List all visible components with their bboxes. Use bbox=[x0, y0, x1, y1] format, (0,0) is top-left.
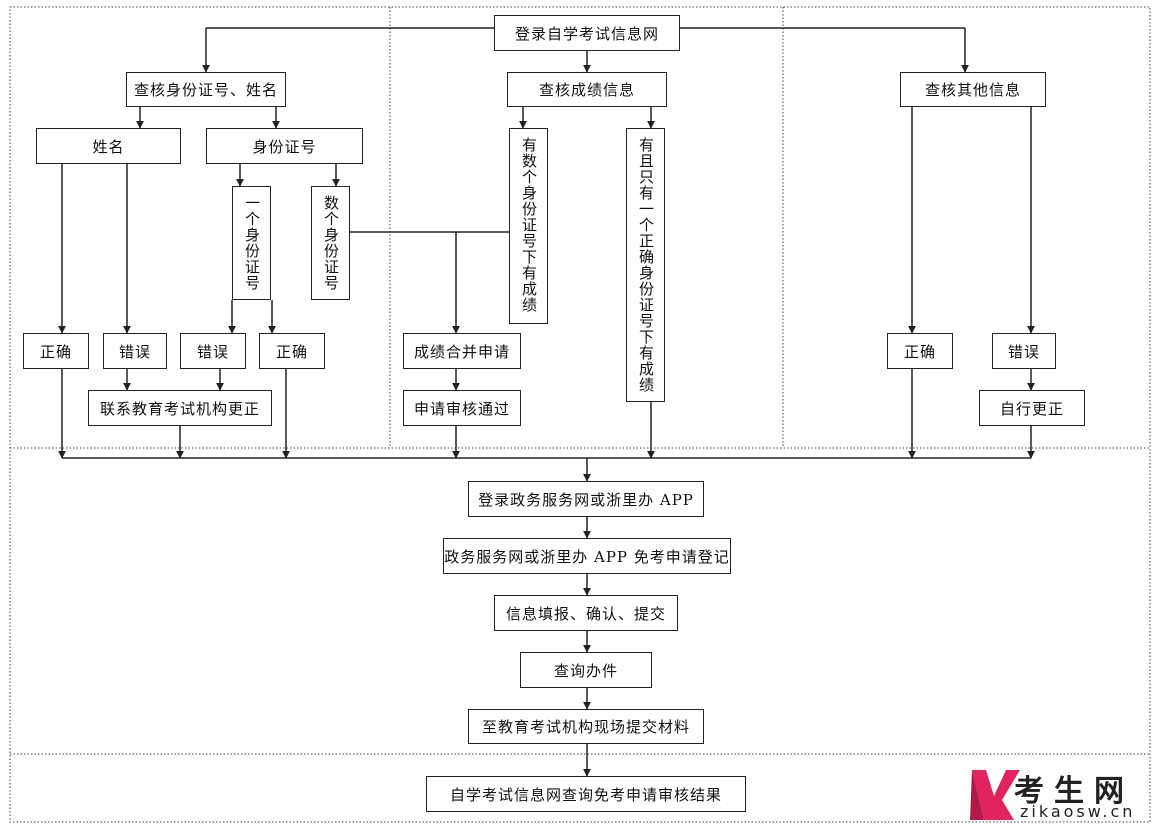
node-self-correct: 自行更正 bbox=[979, 390, 1085, 426]
node-multi-id-label: 数个身份证号 bbox=[322, 195, 340, 291]
logo-url-text: zikaosw.cn bbox=[1020, 802, 1136, 821]
connector-lines bbox=[58, 27, 1035, 777]
node-one-id: 一个身份证号 bbox=[232, 186, 271, 300]
node-check-score: 查核成绩信息 bbox=[507, 72, 667, 107]
node-name-wrong: 错误 bbox=[103, 333, 167, 369]
zikaosw-logo: 考生网 zikaosw.cn bbox=[960, 762, 1150, 824]
node-one-id-label: 一个身份证号 bbox=[243, 195, 261, 291]
node-submit-materials: 至教育考试机构现场提交材料 bbox=[468, 709, 704, 744]
node-fill-confirm-submit: 信息填报、确认、提交 bbox=[494, 595, 678, 631]
node-multi-id-scores: 有数个身份证号下有成绩 bbox=[509, 128, 548, 324]
node-id-number: 身份证号 bbox=[206, 128, 363, 164]
node-only-one-id-scores: 有且只有一个正确身份证号下有成绩 bbox=[626, 128, 665, 402]
node-id-correct: 正确 bbox=[259, 333, 325, 369]
node-name-correct: 正确 bbox=[23, 333, 89, 369]
node-merge-apply: 成绩合并申请 bbox=[403, 333, 521, 369]
node-query-result: 自学考试信息网查询免考申请审核结果 bbox=[426, 776, 746, 812]
k-logo-icon bbox=[970, 770, 1020, 820]
node-register-exemption: 政务服务网或浙里办 APP 免考申请登记 bbox=[443, 538, 731, 574]
node-login-zikao: 登录自学考试信息网 bbox=[494, 15, 680, 51]
node-name: 姓名 bbox=[36, 128, 181, 164]
node-apply-approved: 申请审核通过 bbox=[403, 390, 521, 426]
node-only-one-id-scores-label: 有且只有一个正确身份证号下有成绩 bbox=[637, 137, 655, 393]
node-contact-exam-office: 联系教育考试机构更正 bbox=[88, 390, 272, 426]
node-other-correct: 正确 bbox=[887, 333, 953, 369]
node-check-id-name: 查核身份证号、姓名 bbox=[126, 72, 286, 107]
node-query-case: 查询办件 bbox=[520, 652, 652, 688]
node-multi-id-scores-label: 有数个身份证号下有成绩 bbox=[520, 137, 538, 313]
section-frames bbox=[9, 6, 1151, 823]
node-other-wrong: 错误 bbox=[992, 333, 1056, 369]
node-check-other: 查核其他信息 bbox=[900, 72, 1046, 107]
logo-brand-text: 考生网 bbox=[1014, 774, 1134, 809]
node-multi-id: 数个身份证号 bbox=[311, 186, 350, 300]
node-login-gov: 登录政务服务网或浙里办 APP bbox=[468, 481, 704, 517]
node-id-wrong: 错误 bbox=[180, 333, 246, 369]
